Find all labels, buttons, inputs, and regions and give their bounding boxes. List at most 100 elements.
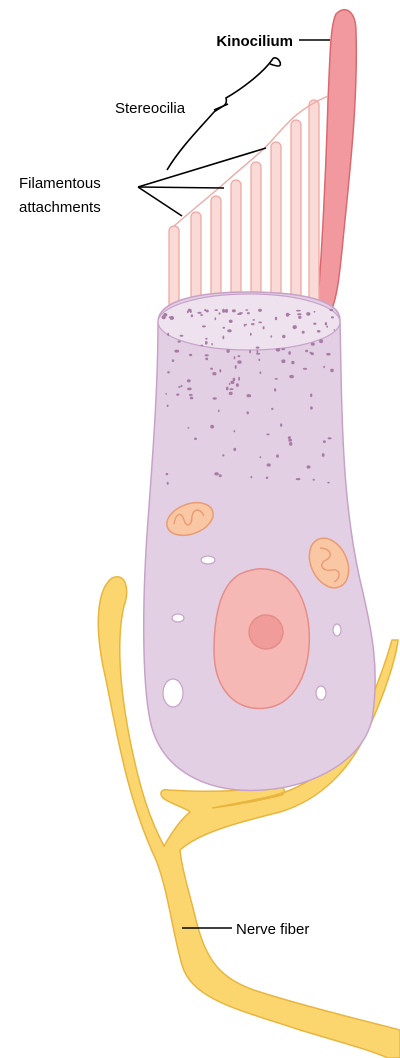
granule bbox=[298, 316, 301, 319]
kinocilium bbox=[318, 10, 357, 321]
granule bbox=[274, 388, 276, 391]
granule bbox=[236, 383, 239, 387]
granule bbox=[181, 385, 183, 387]
stereocilia-label: Stereocilia bbox=[115, 100, 186, 117]
granule bbox=[281, 359, 285, 363]
granule bbox=[165, 393, 167, 395]
granule bbox=[218, 410, 220, 413]
granule bbox=[280, 423, 282, 426]
nerve-fiber-label: Nerve fiber bbox=[236, 921, 309, 938]
granule bbox=[223, 336, 225, 340]
granule bbox=[311, 343, 315, 346]
filamentous-leader-2 bbox=[138, 187, 224, 188]
granule bbox=[251, 476, 253, 479]
granule bbox=[288, 436, 291, 439]
filamentous-label-line2: attachments bbox=[19, 199, 101, 216]
granule bbox=[275, 317, 277, 320]
granule bbox=[288, 351, 291, 355]
granule bbox=[317, 330, 321, 333]
granule bbox=[210, 368, 213, 370]
granule bbox=[234, 356, 236, 359]
granule bbox=[205, 341, 208, 345]
granule bbox=[267, 463, 271, 466]
granule bbox=[245, 309, 248, 311]
granule bbox=[191, 314, 193, 317]
vacuole bbox=[316, 686, 326, 700]
granule bbox=[313, 323, 316, 325]
granule bbox=[297, 313, 301, 315]
granule bbox=[326, 326, 328, 328]
granule bbox=[256, 347, 260, 349]
granule bbox=[247, 312, 250, 314]
granule bbox=[245, 324, 247, 326]
granule bbox=[180, 335, 184, 337]
granule bbox=[212, 372, 216, 375]
granule bbox=[237, 360, 241, 363]
granule bbox=[247, 411, 249, 414]
granule bbox=[330, 309, 334, 311]
granule bbox=[289, 442, 292, 446]
stereocilium bbox=[291, 120, 301, 320]
granule bbox=[258, 309, 262, 312]
granule bbox=[276, 454, 279, 457]
granule bbox=[310, 406, 313, 409]
granule bbox=[211, 343, 213, 346]
granule bbox=[197, 312, 201, 314]
granule bbox=[253, 319, 256, 321]
filamentous-leader-1 bbox=[138, 148, 266, 187]
granule bbox=[244, 324, 246, 327]
granule bbox=[238, 377, 240, 381]
granule bbox=[266, 434, 269, 436]
vacuole bbox=[163, 679, 183, 707]
granule bbox=[256, 353, 260, 355]
granule bbox=[247, 394, 252, 397]
granule bbox=[190, 397, 193, 400]
granule bbox=[229, 388, 233, 390]
granule bbox=[327, 482, 329, 484]
granule bbox=[303, 368, 307, 370]
granule bbox=[281, 348, 285, 350]
cell-apical-surface bbox=[158, 294, 340, 350]
granule bbox=[187, 379, 191, 382]
granule bbox=[266, 477, 269, 479]
granule bbox=[258, 359, 260, 361]
granule bbox=[202, 325, 206, 327]
granule bbox=[229, 392, 233, 395]
granule bbox=[325, 322, 327, 325]
granule bbox=[222, 454, 224, 456]
granule bbox=[169, 317, 171, 319]
granule bbox=[334, 329, 336, 331]
granule bbox=[223, 327, 226, 329]
granule bbox=[215, 309, 219, 311]
granule bbox=[275, 378, 278, 380]
granule bbox=[167, 333, 169, 336]
granule bbox=[310, 394, 312, 398]
granule bbox=[259, 371, 261, 374]
granule bbox=[233, 378, 236, 381]
granule bbox=[314, 311, 316, 313]
granule bbox=[189, 354, 192, 356]
granule bbox=[330, 369, 334, 373]
granule bbox=[235, 365, 237, 369]
granule bbox=[296, 310, 301, 312]
granule bbox=[257, 350, 259, 353]
granule bbox=[249, 350, 251, 354]
granule bbox=[205, 358, 208, 361]
granule bbox=[189, 394, 193, 396]
granule bbox=[205, 354, 209, 356]
granule bbox=[226, 349, 229, 353]
granule bbox=[229, 383, 231, 385]
granule bbox=[271, 408, 273, 410]
granule bbox=[229, 320, 233, 323]
stereocilium bbox=[309, 100, 319, 318]
granule bbox=[328, 437, 332, 439]
granule bbox=[239, 312, 243, 314]
granule bbox=[167, 482, 169, 485]
granule bbox=[187, 427, 189, 429]
granule bbox=[226, 387, 229, 391]
filamentous-leader-3 bbox=[138, 187, 182, 216]
granule bbox=[288, 439, 292, 442]
granule bbox=[205, 338, 207, 340]
granule bbox=[307, 465, 311, 468]
